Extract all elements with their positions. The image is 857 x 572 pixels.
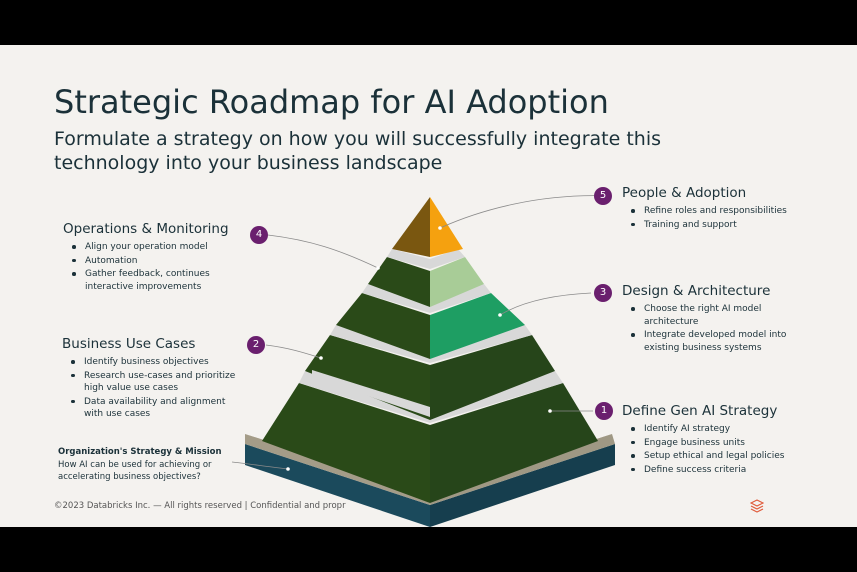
connector-5-dot: [438, 226, 442, 230]
section-define-gen-ai-strategy: Define Gen AI Strategy Identify AI strat…: [622, 403, 812, 477]
bullet-list: Choose the right AI model architecture I…: [622, 303, 792, 354]
section-design-architecture: Design & Architecture Choose the right A…: [622, 283, 792, 355]
tier3-left: [336, 293, 430, 359]
page-title: Strategic Roadmap for AI Adoption: [54, 83, 609, 121]
bullet-list: Identify business objectives Research us…: [62, 356, 242, 421]
section-title: Define Gen AI Strategy: [622, 403, 778, 419]
subtitle-line-2: technology into your business landscape: [54, 152, 443, 174]
bullet-list: Identify AI strategy Engage business uni…: [622, 423, 812, 476]
connector-3: [499, 292, 592, 316]
list-item: Engage business units: [631, 437, 812, 450]
pyramid-diagram: [231, 195, 615, 527]
org-strategy-title: Organization's Strategy & Mission: [58, 447, 222, 457]
org-strategy-body: How AI can be used for achieving or acce…: [58, 460, 212, 482]
bullet-list: Align your operation model Automation Ga…: [63, 241, 243, 293]
gap2: [312, 370, 430, 417]
list-item: Automation: [72, 255, 243, 268]
list-item: Identify business objectives: [71, 356, 242, 369]
list-item: Choose the right AI model architecture: [631, 303, 792, 328]
bullet-list: Refine roles and responsibilities Traini…: [622, 205, 822, 231]
section-business-use-cases: Business Use Cases Identify business obj…: [62, 336, 242, 422]
section-title: Operations & Monitoring: [63, 221, 229, 237]
connector-5: [439, 195, 611, 229]
list-item: Define success criteria: [631, 464, 812, 477]
section-title: Design & Architecture: [622, 283, 771, 299]
list-item: Refine roles and responsibilities: [631, 205, 822, 218]
base-teal-left: [245, 444, 430, 527]
badge-3: 3: [594, 284, 612, 302]
section-operations-monitoring: Operations & Monitoring Align your opera…: [63, 221, 243, 294]
page-subtitle: Formulate a strategy on how you will suc…: [54, 127, 661, 175]
connector-org-dot: [286, 467, 290, 471]
base-teal-right: [430, 444, 615, 527]
list-item: Align your operation model: [72, 241, 243, 254]
section-title: People & Adoption: [622, 185, 747, 201]
tier3-right: [430, 293, 525, 359]
tier1-left: [262, 383, 430, 503]
connector-2-dot: [319, 356, 323, 360]
list-item: Data availability and alignment with use…: [71, 396, 242, 421]
subtitle-line-1: Formulate a strategy on how you will suc…: [54, 128, 662, 150]
list-item: Setup ethical and legal policies: [631, 450, 812, 463]
list-item: Identify AI strategy: [631, 423, 812, 436]
list-item: Integrate developed model into existing …: [631, 329, 792, 354]
badge-4: 4: [250, 226, 268, 244]
tier4-right: [430, 257, 484, 307]
tier5-left: [392, 197, 430, 257]
badge-1: 1: [595, 402, 613, 420]
section-title: Business Use Cases: [62, 336, 196, 352]
connector-4: [267, 234, 379, 269]
tier4-left: [368, 257, 430, 307]
connector-org: [231, 461, 289, 470]
list-item: Gather feedback, continues interactive i…: [72, 268, 243, 293]
connector-2: [265, 344, 322, 359]
badge-5: 5: [594, 187, 612, 205]
connector-3-dot: [498, 313, 502, 317]
badge-2: 2: [247, 336, 265, 354]
list-item: Training and support: [631, 219, 822, 232]
gap4: [387, 249, 465, 269]
tier5-right: [430, 197, 463, 257]
connector-4-dot: [376, 266, 380, 270]
connector-1-dot: [548, 409, 552, 413]
list-item: Research use-cases and prioritize high v…: [71, 370, 242, 395]
tier2-right: [430, 335, 555, 420]
slide: Strategic Roadmap for AI Adoption Formul…: [0, 45, 857, 527]
tier1-right: [430, 383, 598, 503]
footer-copyright: ©2023 Databricks Inc. — All rights reser…: [54, 501, 346, 511]
section-people-adoption: People & Adoption Refine roles and respo…: [622, 185, 822, 232]
databricks-logo-icon: [750, 499, 764, 513]
